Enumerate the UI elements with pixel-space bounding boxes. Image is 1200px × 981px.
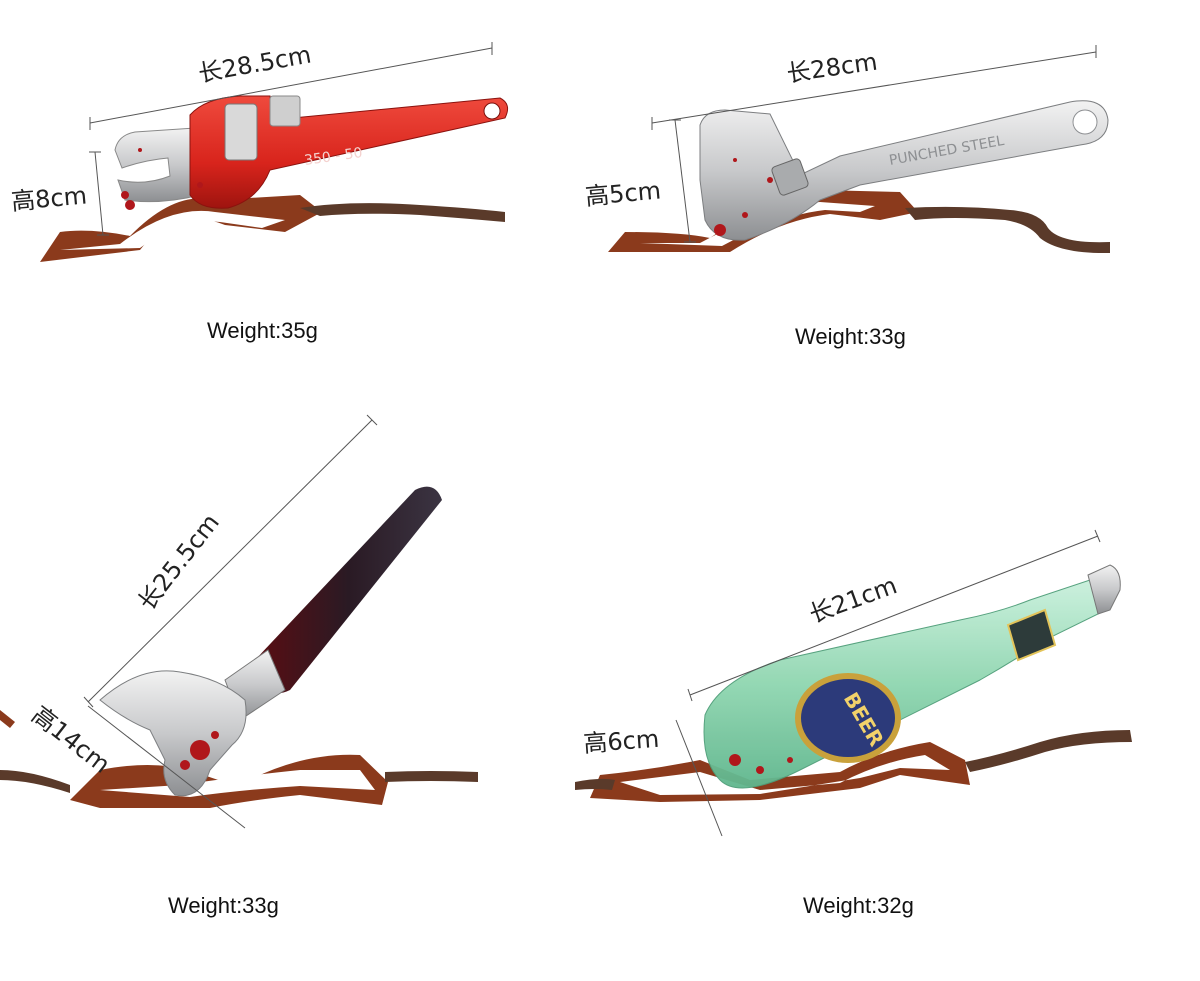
length-label-1: 长28.5cm	[196, 41, 313, 88]
beer-bottle-product: BEER 长21cm 高6cm	[575, 529, 1132, 837]
weight-label-1: Weight:35g	[207, 318, 318, 343]
adjustable-wrench: PUNCHED STEEL	[699, 100, 1109, 241]
headband-3	[0, 710, 478, 808]
headband-2	[608, 190, 1110, 254]
dimension-lines-3	[83, 414, 378, 829]
dimension-lines-2	[651, 45, 1097, 243]
length-label-4: 长21cm	[805, 571, 900, 628]
height-label-1: 高8cm	[10, 181, 88, 216]
dimension-lines-4	[675, 529, 1101, 837]
height-label-2: 高5cm	[584, 176, 662, 211]
pipe-wrench: 350 - 50	[114, 95, 509, 210]
hammer	[99, 486, 442, 797]
adjustable-wrench-product: PUNCHED STEEL 长28cm 高5cm	[584, 45, 1110, 254]
weight-label-4: Weight:32g	[803, 893, 914, 918]
pipe-wrench-product: 350 - 50 长28.5cm 高8cm	[10, 41, 509, 262]
length-label-2: 长28cm	[785, 48, 879, 88]
beer-bottle: BEER	[703, 564, 1121, 789]
height-label-3: 高14cm	[26, 701, 115, 779]
dimension-lines-1	[89, 42, 493, 236]
length-label-3: 长25.5cm	[133, 509, 225, 616]
hammer-product: 长25.5cm 高14cm	[0, 414, 478, 829]
headband-4	[575, 730, 1132, 802]
weight-label-2: Weight:33g	[795, 324, 906, 349]
height-label-4: 高6cm	[582, 725, 660, 758]
headband-1	[40, 195, 505, 262]
weight-label-3: Weight:33g	[168, 893, 279, 918]
